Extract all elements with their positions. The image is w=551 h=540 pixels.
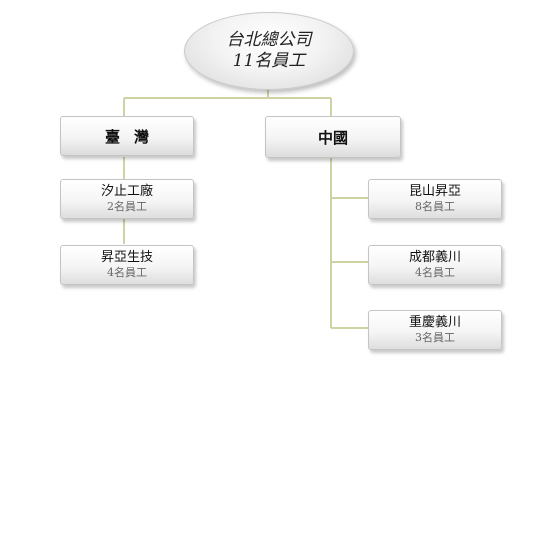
unit-node-count: 4名員工 <box>415 266 455 279</box>
unit-node-name: 昆山昇亞 <box>408 184 461 199</box>
unit-node-name: 昇亞生技 <box>100 250 153 265</box>
unit-node-count: 4名員工 <box>107 266 147 279</box>
root-node-head-office[interactable]: 台北總公司 11名員工 <box>184 12 354 90</box>
region-node-taiwan[interactable]: 臺灣 <box>60 116 194 156</box>
region-node-china[interactable]: 中國 <box>265 116 401 158</box>
region-node-name: 中國 <box>317 128 348 147</box>
unit-node-name: 重慶義川 <box>408 315 461 330</box>
unit-node-name: 成都義川 <box>408 250 461 265</box>
unit-node-kunshan-shengya[interactable]: 昆山昇亞 8名員工 <box>368 179 502 219</box>
unit-node-count: 2名員工 <box>107 200 147 213</box>
region-node-name: 臺灣 <box>104 127 163 146</box>
unit-node-chengdu-yichuan[interactable]: 成都義川 4名員工 <box>368 245 502 285</box>
unit-node-xizhi-factory[interactable]: 汐止工廠 2名員工 <box>60 179 194 219</box>
unit-node-name: 汐止工廠 <box>100 184 153 199</box>
root-node-count: 11名員工 <box>232 51 306 71</box>
unit-node-chongqing-yichuan[interactable]: 重慶義川 3名員工 <box>368 310 502 350</box>
unit-node-count: 8名員工 <box>415 200 455 213</box>
unit-node-shengya-biotech[interactable]: 昇亞生技 4名員工 <box>60 245 194 285</box>
root-node-name: 台北總公司 <box>226 30 312 50</box>
unit-node-count: 3名員工 <box>415 331 455 344</box>
